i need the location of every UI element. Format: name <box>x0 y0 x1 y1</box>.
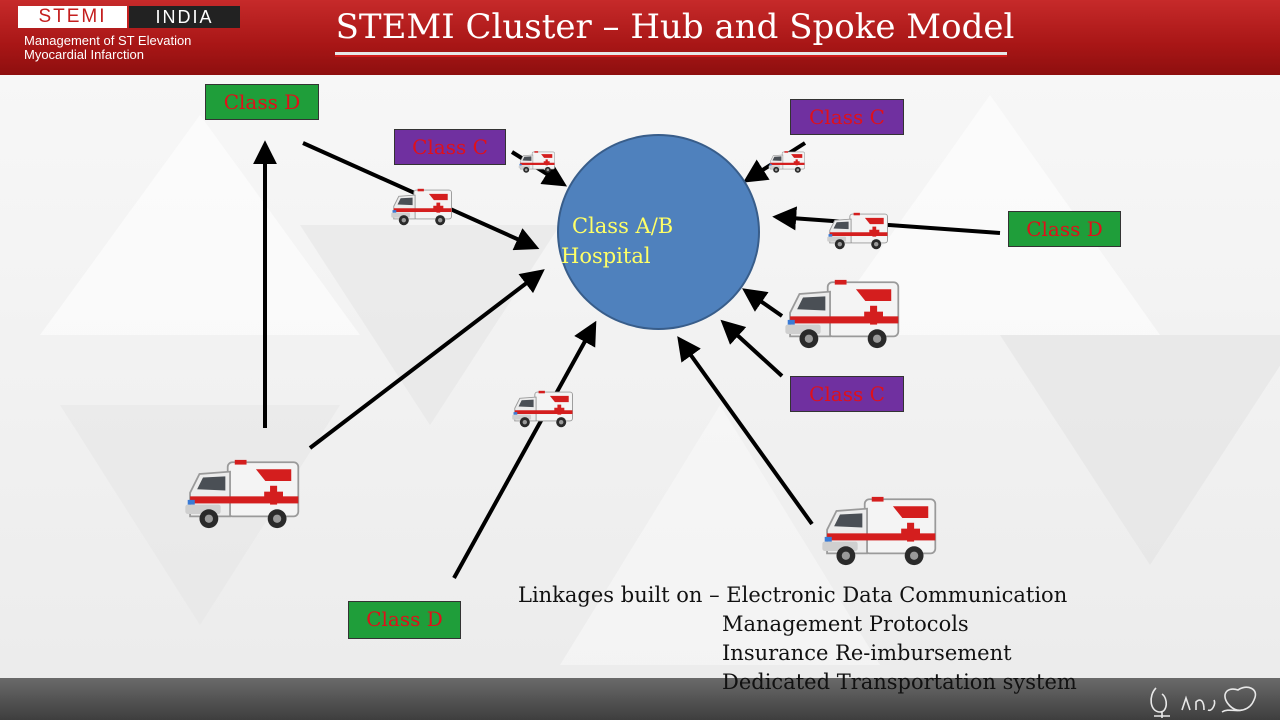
linkages-lead: Linkages built on – Electronic Data Comm… <box>518 583 1068 607</box>
linkages-text-block: Linkages built on – Electronic Data Comm… <box>518 581 1077 697</box>
spoke-label-class-d-topleft: Class D <box>205 84 319 120</box>
hub-hospital-circle <box>557 134 760 330</box>
ambulance-icon <box>821 496 937 567</box>
ambulance-icon <box>826 212 888 250</box>
hub-label-line2: Hospital <box>561 244 651 268</box>
linkages-item: Dedicated Transportation system <box>722 670 1077 694</box>
logo-subtitle: Management of ST Elevation Myocardial In… <box>24 34 264 62</box>
ambulance-icon <box>390 188 452 226</box>
arrow-classd-right-to-hub <box>772 206 1001 235</box>
linkages-item: Insurance Re-imbursement <box>722 641 1012 665</box>
arrow-ambulance-bottom-to-hub <box>677 336 814 526</box>
ambulance-icon <box>511 390 573 428</box>
spoke-label-class-c-bottomright: Class C <box>790 376 904 412</box>
arrow-classd-bottom-to-hub <box>452 320 597 579</box>
linkages-item: Management Protocols <box>722 612 969 636</box>
spoke-label-class-d-right: Class D <box>1008 211 1121 247</box>
stemi-india-logo: STEMI INDIA <box>18 6 240 28</box>
slide-title: STEMI Cluster – Hub and Spoke Model <box>335 7 1015 47</box>
hub-label-line1: Class A/B <box>572 214 674 238</box>
signature-icon <box>1150 686 1257 718</box>
arrow-ambulance-left-to-hub <box>308 269 545 450</box>
ambulance-icon <box>184 459 300 530</box>
ambulance-icon <box>784 279 900 349</box>
arrow-ambulance-right-to-hub <box>742 288 784 318</box>
logo-subtitle-line2: Myocardial Infarction <box>24 47 144 62</box>
logo-right-text: INDIA <box>127 6 240 28</box>
logo-left-text: STEMI <box>18 6 128 28</box>
logo-subtitle-line1: Management of ST Elevation <box>24 33 192 48</box>
ambulance-icon <box>518 150 555 174</box>
title-underline-red <box>335 55 1007 57</box>
spoke-label-class-c-topright: Class C <box>790 99 904 135</box>
ambulance-icon <box>768 150 805 174</box>
footer-bar <box>0 678 1280 720</box>
title-underline <box>335 52 1007 55</box>
arrow-classc-bottomright-to-hub <box>720 319 784 378</box>
spoke-label-class-d-bottom: Class D <box>348 601 461 639</box>
spoke-label-class-c-topleft: Class C <box>394 129 506 165</box>
header-banner: STEMI INDIA Management of ST Elevation M… <box>0 0 1280 75</box>
